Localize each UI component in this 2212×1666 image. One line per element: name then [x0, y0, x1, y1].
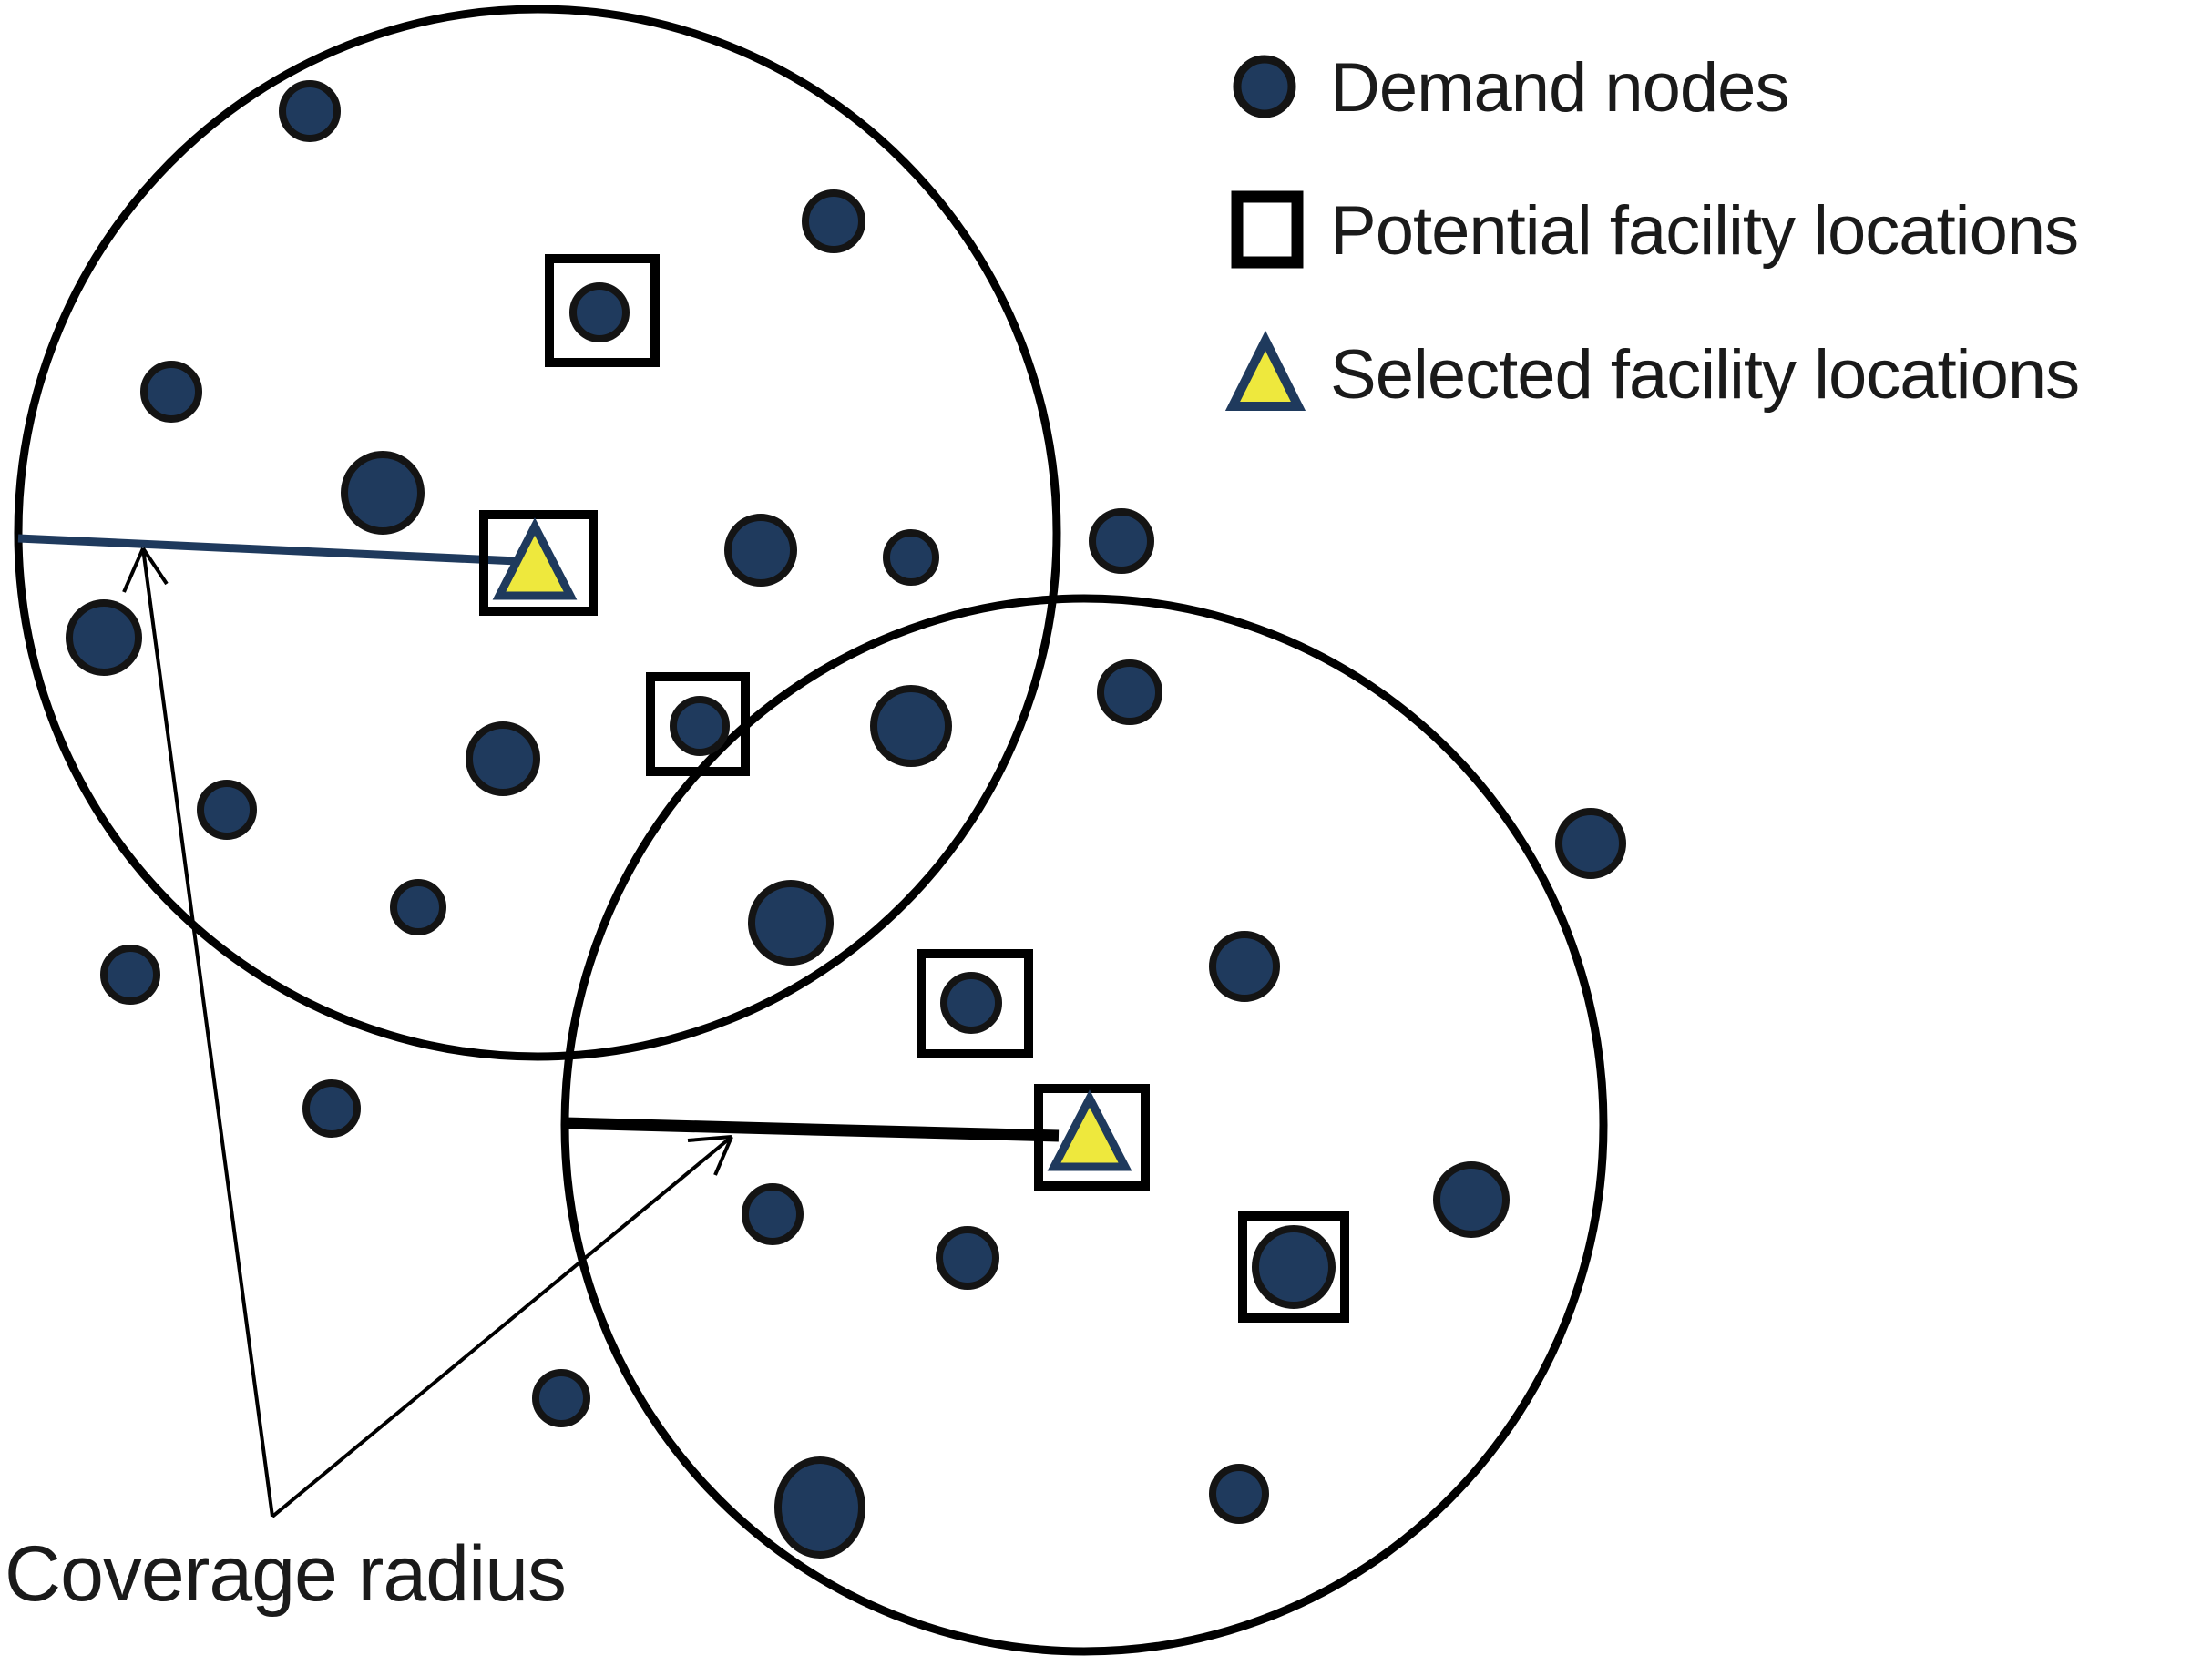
demand-node — [302, 1079, 361, 1138]
annotation-arrow-shaft — [141, 547, 274, 1518]
potential-facility-square — [1238, 1211, 1349, 1323]
demand-node — [1209, 1464, 1269, 1524]
demand-node — [936, 1226, 999, 1290]
selected-facility-icon — [1224, 330, 1306, 411]
demand-node — [742, 1183, 804, 1245]
selected-facility-square — [479, 510, 598, 616]
facility-squares-layer — [479, 254, 1349, 1323]
demand-node — [748, 880, 834, 966]
demand-node — [532, 1369, 590, 1427]
demand-nodes-layer — [66, 80, 1626, 1559]
annotation-arrowhead — [687, 1135, 732, 1142]
demand-node — [466, 721, 540, 796]
demand-node — [279, 80, 341, 142]
demand-node — [1089, 508, 1154, 574]
annotation-arrowhead — [713, 1136, 733, 1176]
demand-node — [1209, 931, 1280, 1002]
coverage-circle — [14, 5, 1061, 1061]
annotation-arrow-shaft — [271, 1135, 733, 1518]
demand-node-icon — [1233, 55, 1296, 118]
demand-node — [1433, 1161, 1510, 1238]
legend-label: Potential facility locations — [1330, 192, 2078, 270]
demand-node — [724, 514, 797, 587]
annotation-arrows-layer — [122, 547, 733, 1518]
coverage-radius-label: Coverage radius — [5, 1530, 566, 1618]
demand-node — [940, 972, 1002, 1034]
demand-node — [670, 696, 730, 756]
demand-node — [569, 282, 630, 342]
demand-node — [66, 599, 142, 676]
selected-facility-triangle — [492, 517, 578, 600]
legend-label: Selected facility locations — [1330, 336, 2079, 414]
demand-node — [774, 1456, 865, 1559]
potential-facility-square — [646, 672, 750, 776]
annotation-arrowhead — [141, 547, 169, 586]
selected-facility-triangle — [1047, 1089, 1132, 1171]
coverage-radius-line — [564, 1117, 1060, 1142]
potential-facility-square — [545, 254, 660, 367]
annotation-arrowhead — [122, 547, 145, 593]
demand-node — [197, 780, 257, 840]
demand-node — [140, 361, 202, 423]
coverage-radius-line — [17, 534, 518, 566]
demand-node — [802, 189, 865, 253]
potential-facility-square — [917, 949, 1033, 1058]
demand-node — [341, 451, 425, 535]
demand-node — [870, 685, 952, 767]
demand-node — [883, 529, 939, 586]
radius-lines-layer — [17, 534, 1060, 1142]
demand-node — [1097, 659, 1162, 725]
selected-facility-square — [1034, 1084, 1150, 1191]
demand-node — [1252, 1225, 1336, 1309]
demand-node — [100, 945, 160, 1005]
demand-node — [390, 879, 446, 935]
legend-label: Demand nodes — [1330, 49, 1788, 127]
potential-facility-icon — [1231, 190, 1304, 269]
demand-node — [1555, 808, 1626, 879]
facility-triangles-layer — [492, 517, 1132, 1171]
